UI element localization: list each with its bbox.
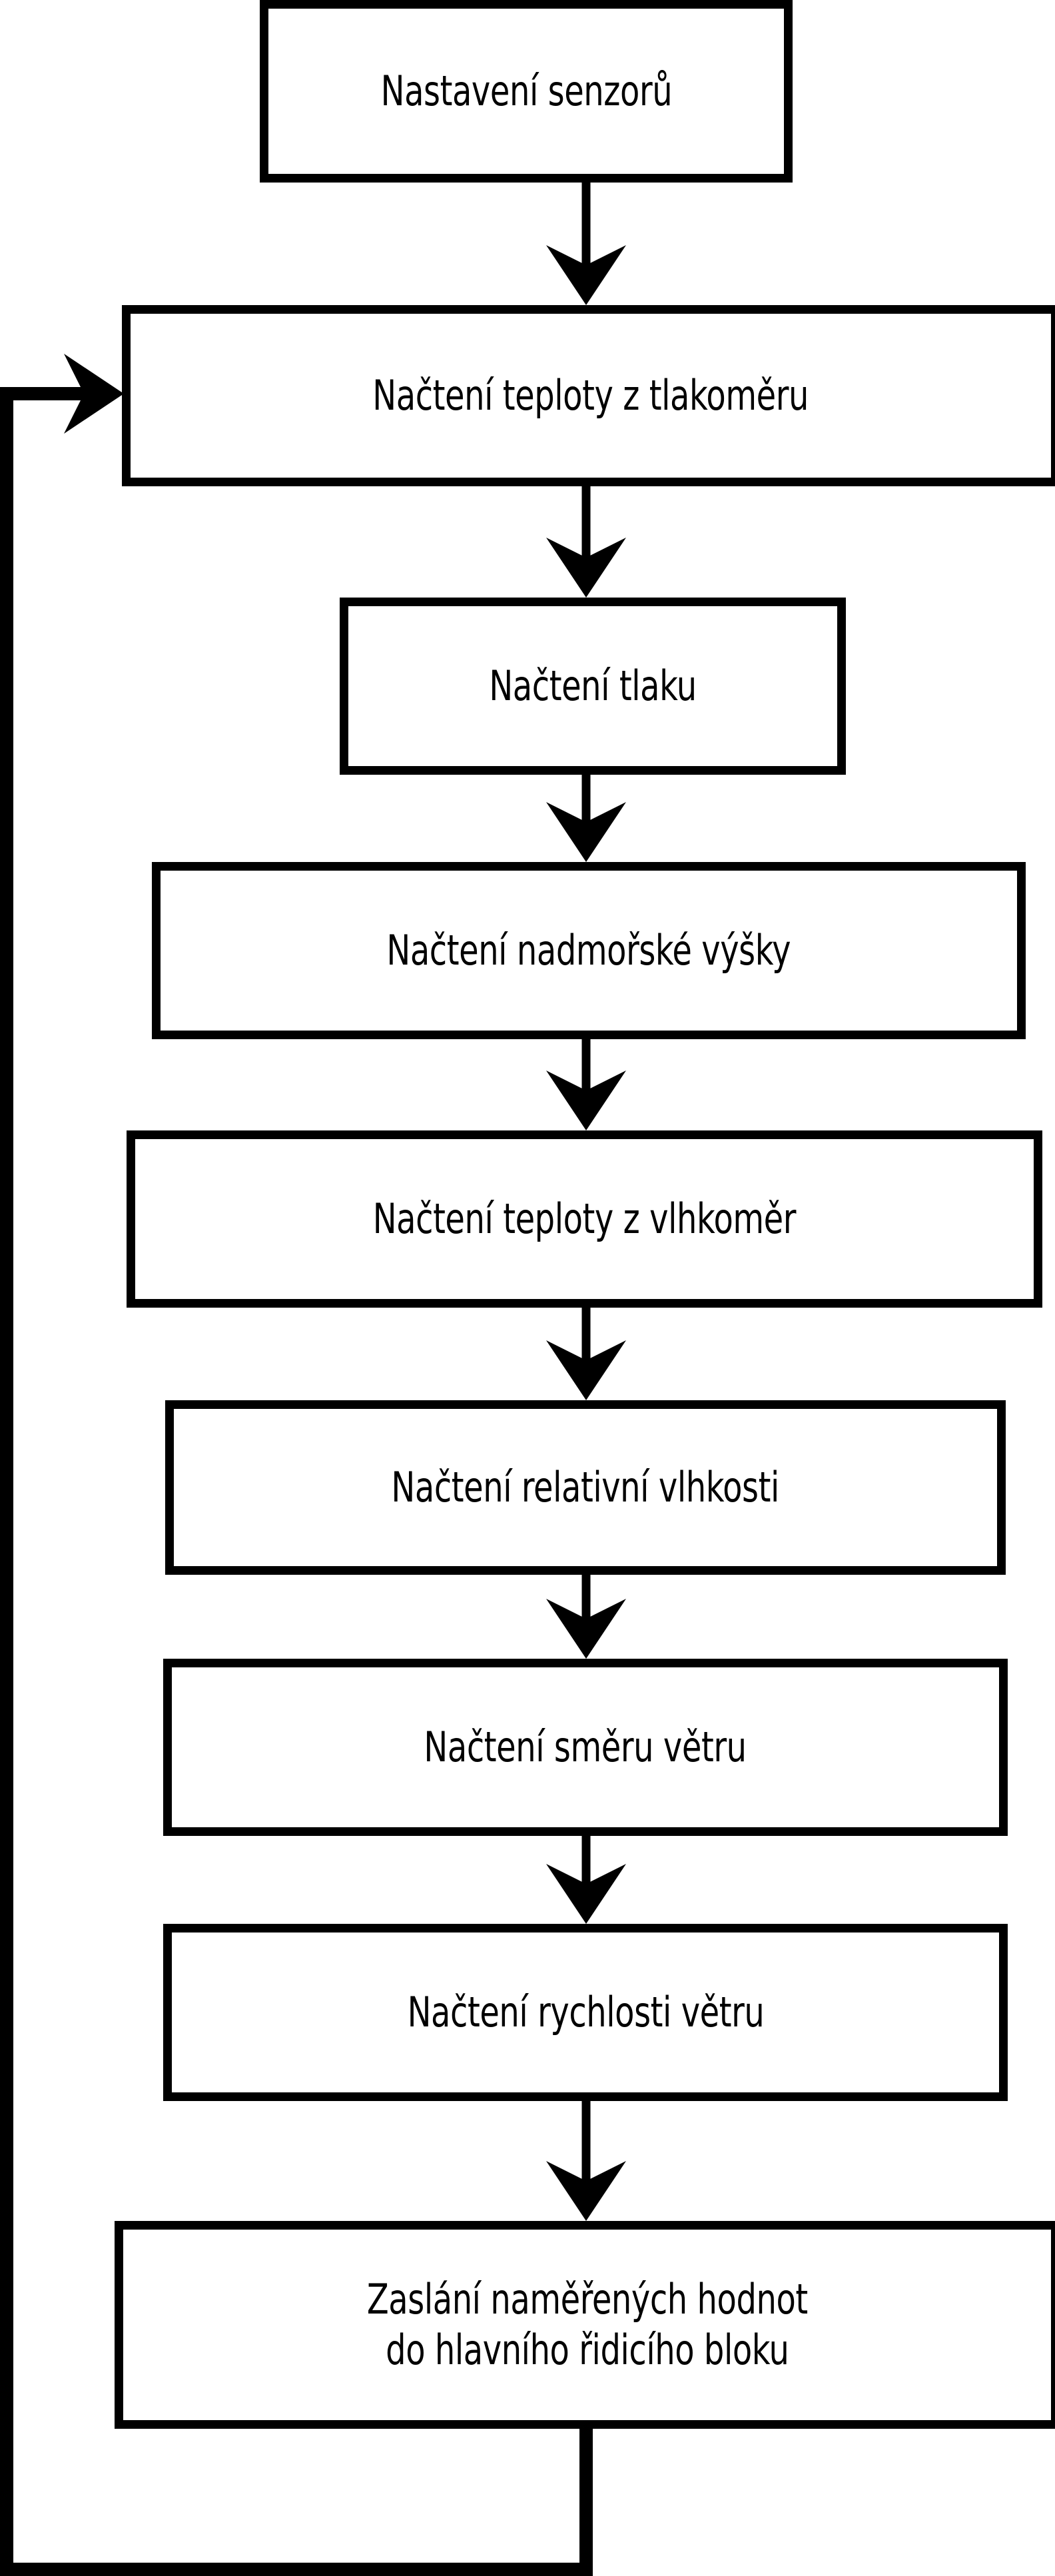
- arrowheads: [64, 245, 626, 2221]
- flow-node-read-temp-barometer[interactable]: Načtení teploty z tlakoměru: [122, 305, 1055, 486]
- flow-node-read-pressure[interactable]: Načtení tlaku: [340, 598, 846, 775]
- flow-node-read-temp-barometer-label: Načtení teploty z tlakoměru: [372, 371, 809, 420]
- flow-node-read-altitude[interactable]: Načtení nadmořské výšky: [152, 862, 1026, 1039]
- arrowhead-8-9: [546, 2161, 626, 2221]
- flow-node-read-pressure-label: Načtení tlaku: [489, 661, 697, 711]
- flow-node-send-values-label: Zaslání naměřených hodnot do hlavního ři…: [366, 2275, 808, 2374]
- arrowhead-3-4: [546, 802, 626, 862]
- arrowhead-6-7: [546, 1599, 626, 1659]
- flow-node-read-humidity-label: Načtení relativní vlhkosti: [391, 1463, 780, 1512]
- flow-node-read-wind-speed[interactable]: Načtení rychlosti větru: [163, 1924, 1008, 2101]
- flow-node-read-humidity[interactable]: Načtení relativní vlhkosti: [165, 1400, 1006, 1575]
- arrowhead-loop-into-node-2: [64, 354, 124, 434]
- loopback-path: [0, 387, 593, 2576]
- arrowhead-5-6: [546, 1340, 626, 1400]
- flow-node-read-wind-speed-label: Načtení rychlosti větru: [407, 1988, 764, 2037]
- flow-node-read-temp-hygrometer-label: Načtení teploty z vlhkoměr: [372, 1194, 797, 1244]
- flow-node-read-altitude-label: Načtení nadmořské výšky: [386, 926, 791, 975]
- flow-node-setup-label: Nastavení senzorů: [380, 67, 672, 116]
- arrowhead-7-8: [546, 1864, 626, 1924]
- arrowhead-4-5: [546, 1071, 626, 1130]
- arrowhead-1-2: [546, 245, 626, 305]
- flow-node-read-temp-hygrometer[interactable]: Načtení teploty z vlhkoměr: [127, 1130, 1042, 1308]
- flow-node-read-wind-direction-label: Načtení směru větru: [424, 1723, 747, 1772]
- flow-node-read-wind-direction[interactable]: Načtení směru větru: [163, 1659, 1008, 1836]
- flow-node-setup[interactable]: Nastavení senzorů: [260, 0, 793, 183]
- loopback-polyline: [0, 387, 593, 2576]
- flow-node-send-values[interactable]: Zaslání naměřených hodnot do hlavního ři…: [115, 2221, 1055, 2429]
- arrowhead-2-3: [546, 538, 626, 598]
